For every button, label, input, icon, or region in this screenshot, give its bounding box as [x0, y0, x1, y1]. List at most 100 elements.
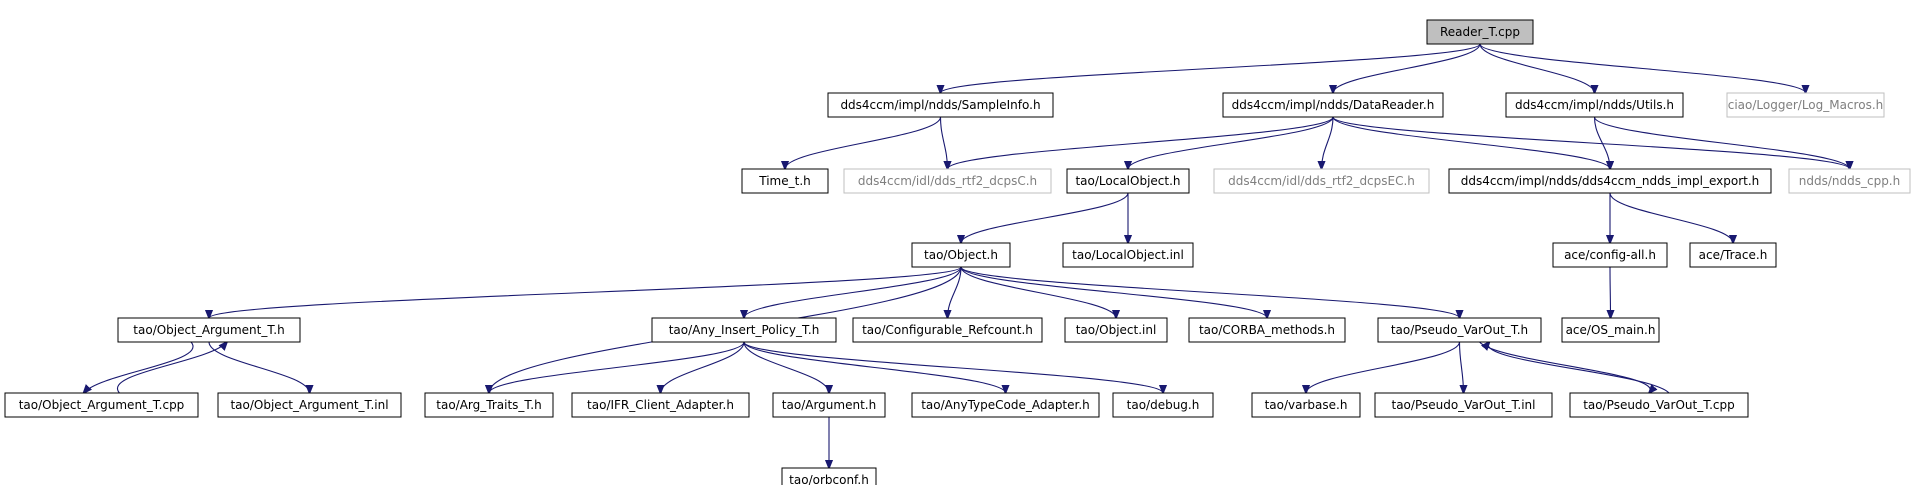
node-box — [1552, 242, 1668, 268]
node-box — [1726, 92, 1885, 118]
edge-pseudoh-to-pseudocpp — [1479, 341, 1651, 393]
edge-datareader-to-nddscpp — [1332, 116, 1850, 169]
node-objarg[interactable]: tao/Object_Argument_T.h — [117, 317, 301, 343]
edge-datareader-to-dcpsec — [1322, 116, 1334, 169]
node-objinl[interactable]: tao/Object.inl — [1064, 317, 1168, 343]
node-dcpsc: dds4ccm/idl/dds_rtf2_dcpsC.h — [843, 168, 1052, 194]
node-label: tao/Arg_Traits_T.h — [436, 398, 541, 412]
node-label: tao/CORBA_methods.h — [1199, 323, 1335, 337]
node-box — [1213, 168, 1430, 194]
node-box — [843, 168, 1052, 194]
node-objarginl[interactable]: tao/Object_Argument_T.inl — [217, 392, 402, 418]
node-label: dds4ccm/impl/ndds/Utils.h — [1515, 98, 1674, 112]
edge-anyins-to-ifr — [661, 341, 745, 393]
node-label: tao/Pseudo_VarOut_T.cpp — [1583, 398, 1735, 412]
edge-pseudoh-to-pseudoinl — [1458, 341, 1464, 393]
node-box — [911, 392, 1100, 418]
node-box — [1561, 317, 1660, 343]
edges-layer — [84, 43, 1850, 468]
edge-object-to-anyins — [744, 266, 962, 318]
node-label: ace/config-all.h — [1564, 248, 1656, 262]
nodes-layer: Reader_T.cpp dds4ccm/impl/ndds/SampleInfo… — [4, 19, 1911, 485]
node-box — [1448, 168, 1772, 194]
node-label: tao/Argument.h — [782, 398, 876, 412]
node-reader[interactable]: Reader_T.cpp — [1426, 19, 1534, 45]
node-box — [4, 392, 199, 418]
node-box — [651, 317, 837, 343]
node-corbameth[interactable]: tao/CORBA_methods.h — [1188, 317, 1346, 343]
edge-nddsexport-to-trace — [1609, 192, 1733, 243]
node-trace[interactable]: ace/Trace.h — [1689, 242, 1777, 268]
node-object[interactable]: tao/Object.h — [911, 242, 1011, 268]
node-objargcpp[interactable]: tao/Object_Argument_T.cpp — [4, 392, 199, 418]
node-argument[interactable]: tao/Argument.h — [772, 392, 886, 418]
node-configall[interactable]: ace/config-all.h — [1552, 242, 1668, 268]
node-logmacros: ciao/Logger/Log_Macros.h — [1726, 92, 1885, 118]
edge-localobj-to-object — [961, 192, 1129, 243]
node-utils[interactable]: dds4ccm/impl/ndds/Utils.h — [1505, 92, 1684, 118]
node-varbase[interactable]: tao/varbase.h — [1251, 392, 1361, 418]
edge-datareader-to-localobj — [1128, 116, 1334, 169]
edge-utils-to-nddsexport — [1593, 116, 1611, 169]
node-label: tao/IFR_Client_Adapter.h — [587, 398, 734, 412]
node-osmain[interactable]: ace/OS_main.h — [1561, 317, 1660, 343]
node-label: tao/Object_Argument_T.h — [133, 323, 284, 337]
node-label: tao/Pseudo_VarOut_T.h — [1391, 323, 1528, 337]
node-label: tao/Pseudo_VarOut_T.inl — [1392, 398, 1536, 412]
node-box — [1377, 317, 1542, 343]
node-localobjinl[interactable]: tao/LocalObject.inl — [1062, 242, 1194, 268]
node-label: tao/Object_Argument_T.inl — [230, 398, 388, 412]
node-pseudoh[interactable]: tao/Pseudo_VarOut_T.h — [1377, 317, 1542, 343]
node-label: tao/Object_Argument_T.cpp — [19, 398, 185, 412]
edge-pseudoh-to-varbase — [1306, 341, 1461, 393]
edge-sampleinfo-to-dcpsc — [939, 116, 948, 169]
node-anytc[interactable]: tao/AnyTypeCode_Adapter.h — [911, 392, 1100, 418]
edge-anyins-to-anytc — [743, 341, 1006, 393]
node-label: dds4ccm/impl/ndds/dds4ccm_ndds_impl_expo… — [1461, 174, 1760, 188]
node-box — [1188, 317, 1346, 343]
node-sampleinfo[interactable]: dds4ccm/impl/ndds/SampleInfo.h — [827, 92, 1054, 118]
node-localobj[interactable]: tao/LocalObject.h — [1066, 168, 1190, 194]
node-label: tao/Configurable_Refcount.h — [862, 323, 1033, 337]
node-box — [1374, 392, 1553, 418]
node-label: tao/varbase.h — [1265, 398, 1348, 412]
node-label: tao/AnyTypeCode_Adapter.h — [921, 398, 1090, 412]
node-box — [827, 92, 1054, 118]
node-datareader[interactable]: dds4ccm/impl/ndds/DataReader.h — [1222, 92, 1444, 118]
node-label: Time_t.h — [758, 174, 811, 188]
edge-sampleinfo-to-time — [785, 116, 942, 169]
node-label: tao/LocalObject.inl — [1072, 248, 1184, 262]
node-label: tao/LocalObject.h — [1075, 174, 1180, 188]
node-ifr[interactable]: tao/IFR_Client_Adapter.h — [571, 392, 750, 418]
node-box — [424, 392, 554, 418]
node-pseudocpp[interactable]: tao/Pseudo_VarOut_T.cpp — [1569, 392, 1749, 418]
node-label: tao/Object.h — [924, 248, 998, 262]
edge-reader-to-logmacros — [1479, 43, 1806, 93]
node-box — [1569, 392, 1749, 418]
node-pseudoinl[interactable]: tao/Pseudo_VarOut_T.inl — [1374, 392, 1553, 418]
node-orbconf[interactable]: tao/orbconf.h — [781, 467, 877, 485]
node-argtraits[interactable]: tao/Arg_Traits_T.h — [424, 392, 554, 418]
edge-utils-to-nddscpp — [1593, 116, 1850, 169]
node-nddscpp: ndds/ndds_cpp.h — [1788, 168, 1911, 194]
edge-objarg-to-objarginl — [208, 341, 310, 393]
edge-object-to-pseudoh — [960, 266, 1460, 318]
edge-reader-to-datareader — [1333, 43, 1481, 93]
node-anyins[interactable]: tao/Any_Insert_Policy_T.h — [651, 317, 837, 343]
node-label: Reader_T.cpp — [1440, 25, 1520, 39]
node-box — [1689, 242, 1777, 268]
node-time[interactable]: Time_t.h — [741, 168, 829, 194]
edge-objarg-to-objargcpp — [84, 341, 194, 393]
node-nddsexport[interactable]: dds4ccm/impl/ndds/dds4ccm_ndds_impl_expo… — [1448, 168, 1772, 194]
edge-datareader-to-nddsexport — [1332, 116, 1610, 169]
node-box — [1788, 168, 1911, 194]
node-box — [217, 392, 402, 418]
node-label: ace/Trace.h — [1699, 248, 1768, 262]
edge-anyins-to-debug — [743, 341, 1163, 393]
node-box — [911, 242, 1011, 268]
node-debug[interactable]: tao/debug.h — [1112, 392, 1214, 418]
node-confref[interactable]: tao/Configurable_Refcount.h — [852, 317, 1043, 343]
edge-object-to-objarg — [209, 266, 962, 318]
node-label: dds4ccm/impl/ndds/DataReader.h — [1232, 98, 1435, 112]
edge-configall-to-osmain — [1610, 266, 1611, 318]
